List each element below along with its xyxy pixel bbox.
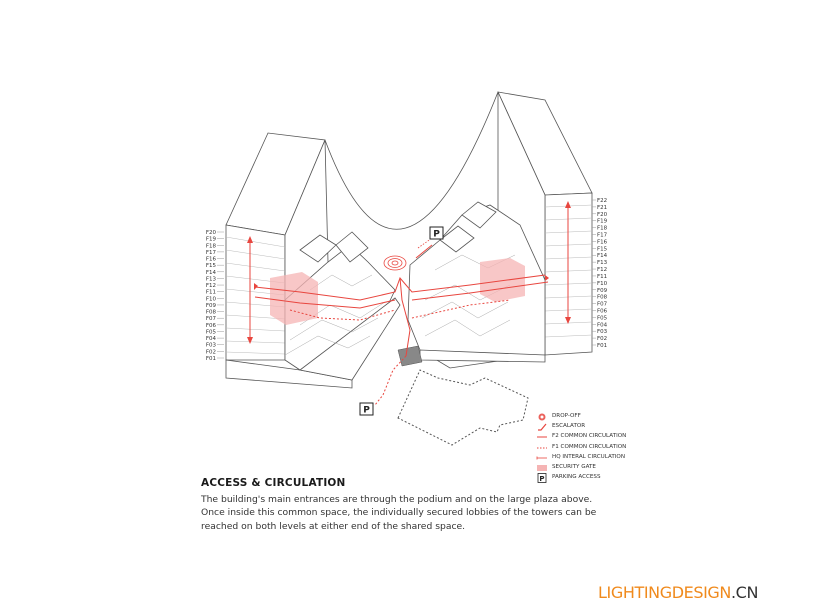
diagram-caption: The building's main entrances are throug… [201,493,641,533]
right-floor-labels: F22F21F20F19F18F17F16F15F14F13F12F11F10F… [592,198,608,349]
legend-item-security-gate: SECURITY GATE [534,463,664,473]
floor-label: F14 [206,270,217,276]
watermark-main: LIGHTINGDESIGN [598,583,731,602]
legend-item-hq-circulation: HQ INTERAL CIRCULATION [534,453,664,463]
legend-label: DROP-OFF [552,413,581,419]
floor-label: F16 [206,257,217,263]
legend: DROP-OFF ESCALATOR F2 COMMON CIRCULATION… [534,412,664,484]
floor-label: F18 [597,226,608,232]
floor-label: F05 [597,315,608,321]
floor-label: F08 [206,310,217,316]
floor-label: F15 [206,263,217,269]
floor-label: F11 [206,290,216,296]
floor-label: F13 [206,276,217,282]
thin-line-icon [536,456,547,460]
parking-label-top: P [433,230,440,240]
floor-label: F16 [597,239,608,245]
legend-item-f2-circulation: F2 COMMON CIRCULATION [534,432,664,442]
floor-label: F11 [597,274,607,280]
floor-label: F06 [597,308,608,314]
floor-label: F01 [206,356,216,362]
diagram-title: ACCESS & CIRCULATION [201,477,346,489]
floor-label: F21 [597,205,607,211]
caption-line: The building's main entrances are throug… [201,494,593,505]
parking-icon: P [537,473,547,484]
parking-label-bottom: P [363,406,370,416]
caption-line: reached on both levels at either end of … [201,520,466,532]
canopy-curve [324,91,499,230]
floor-label: F02 [597,336,607,342]
floor-label: F17 [206,250,217,256]
security-gate-left [270,272,318,325]
floor-label: F15 [597,246,608,252]
floor-label: F20 [206,230,217,236]
legend-item-escalator: ESCALATOR [534,422,664,432]
legend-label: ESCALATOR [552,423,586,430]
legend-label: F2 COMMON CIRCULATION [552,433,627,440]
legend-label: HQ INTERAL CIRCULATION [552,453,626,460]
left-podium [225,231,401,389]
floor-label: F12 [206,283,216,289]
floor-label: F03 [597,329,608,335]
floor-label: F09 [206,303,217,309]
left-floor-labels: F20F19F18F17F16F15F14F13F12F11F10F09F08F… [206,230,224,362]
floor-label: F12 [597,267,607,273]
floor-label: F17 [597,233,608,239]
floor-label: F13 [597,260,608,266]
site-footprint-outline [397,369,529,446]
legend-item-parking-access: P PARKING ACCESS [534,473,664,484]
dotted-line-icon [537,447,547,449]
floor-label: F05 [206,329,217,335]
drop-off-icon [538,413,546,421]
floor-label: F18 [206,243,217,249]
floor-label: F19 [206,237,217,243]
floor-label: F10 [597,281,608,287]
floor-label: F07 [597,302,608,308]
escalator-icon [538,423,547,431]
security-gate-right [480,258,525,302]
floor-label: F04 [597,322,608,328]
parking-marker-bottom: P [359,402,374,416]
caption-line: Once inside this common space, the indiv… [201,507,597,519]
solid-line-icon [537,436,547,438]
legend-item-f1-circulation: F1 COMMON CIRCULATION [534,443,664,453]
floor-label: F22 [597,198,607,204]
floor-label: F20 [597,212,608,218]
parking-marker-top: P [417,226,444,249]
floor-label: F07 [206,316,217,322]
legend-label: F1 COMMON CIRCULATION [552,443,627,450]
floor-label: F06 [206,323,217,329]
entrance-ramp [397,345,423,367]
floor-label: F10 [206,296,217,302]
legend-label: PARKING ACCESS [552,474,601,481]
floor-label: F09 [597,288,608,294]
floor-label: F02 [206,349,216,355]
svg-text:P: P [539,475,544,483]
floor-label: F08 [597,295,608,301]
legend-item-drop-off: DROP-OFF [534,412,664,422]
legend-label: SECURITY GATE [552,463,596,470]
watermark-suffix: .CN [731,583,759,602]
floor-label: F14 [597,253,608,259]
security-box-icon [537,464,547,471]
circulation-paths [247,201,571,406]
floor-label: F03 [206,343,217,349]
drop-off-marker [383,255,407,271]
floor-label: F01 [597,343,607,349]
floor-label: F19 [597,219,608,225]
floor-label: F04 [206,336,217,342]
watermark: LIGHTINGDESIGN.CN [598,583,758,602]
